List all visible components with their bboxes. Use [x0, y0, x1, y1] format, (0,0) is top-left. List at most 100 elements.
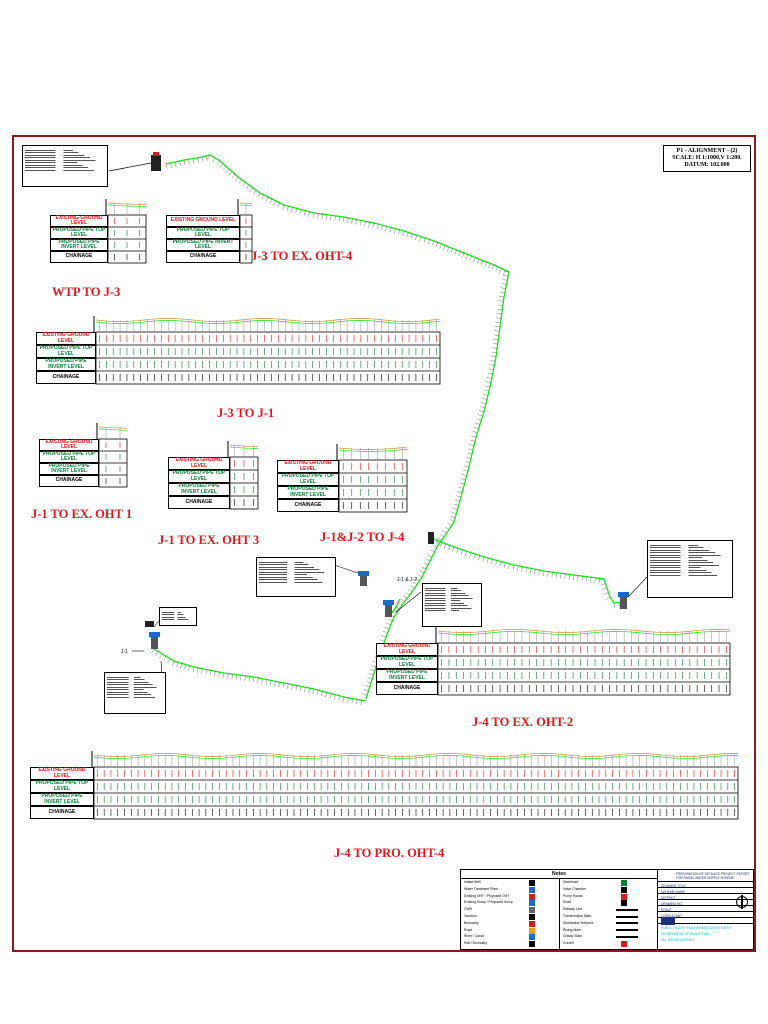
- chainage-tick: [265, 196, 269, 202]
- chainage-tick: [457, 491, 463, 493]
- chainage-tick: [477, 414, 483, 417]
- chainage-tick: [491, 351, 497, 353]
- chainage-tick: [367, 677, 373, 680]
- chainage-tick: [252, 676, 255, 682]
- chainage-tick: [223, 672, 225, 678]
- chainage-tick: [454, 499, 460, 502]
- title-j4-to-pro-oht4: J-4 TO PRO. OHT-4: [334, 846, 445, 860]
- profile-row-label-existing: EXISTING GROUND LEVEL: [277, 460, 339, 473]
- chainage-tick: [477, 555, 480, 561]
- legend-item: Valve Chamber: [563, 886, 587, 891]
- chainage-tick: [410, 233, 413, 239]
- chainage-tick: [521, 566, 523, 572]
- legend-item: Water Treatment Plant: [464, 886, 498, 891]
- profile-grid: [93, 316, 441, 385]
- chainage-tick: [469, 552, 472, 558]
- wtp-symbol: [108, 152, 161, 172]
- info-box-wtp: [22, 145, 108, 187]
- chainage-tick: [338, 695, 340, 701]
- chainage-tick: [389, 227, 392, 233]
- legend-symbol-icon: [529, 886, 535, 893]
- profile-row-label-invert: PROPOSED PIPE INVERT LEVEL: [39, 463, 99, 475]
- chainage-tick: [491, 355, 497, 358]
- chainage-tick: [555, 572, 558, 578]
- chainage-tick: [456, 495, 462, 498]
- legend-symbol-icon: [616, 929, 638, 932]
- chainage-tick: [449, 519, 455, 523]
- chainage-tick: [384, 626, 390, 630]
- info-box-line: [650, 572, 730, 573]
- chainage-tick: [458, 486, 464, 489]
- chainage-tick: [277, 202, 281, 208]
- chainage-tick: [499, 561, 502, 567]
- info-box-line: [650, 574, 730, 576]
- chainage-tick: [504, 270, 510, 273]
- chainage-tick: [299, 686, 302, 692]
- chainage-tick: [551, 572, 553, 578]
- chainage-tick: [435, 540, 439, 546]
- info-box-line: [107, 681, 163, 683]
- info-box-line: [650, 564, 730, 566]
- chainage-tick: [372, 222, 375, 228]
- chainage-tick: [564, 573, 566, 579]
- legend-item: Boundary: [464, 920, 479, 925]
- title-block-line: CONSULTANT: [661, 914, 683, 918]
- title-j3-to-j1: J-3 TO J-1: [217, 406, 275, 420]
- chainage-tick: [473, 554, 476, 559]
- chainage-tick: [245, 184, 250, 190]
- profile-row-label-chainage: CHAINAGE: [376, 682, 438, 695]
- chainage-tick: [495, 326, 501, 328]
- legend-symbol-icon: [616, 915, 638, 918]
- chainage-tick: [274, 681, 276, 687]
- chainage-tick: [427, 554, 433, 558]
- profile-row-label-top: PROPOSED PIPE TOP LEVEL: [376, 656, 438, 669]
- profile-row-label-invert: PROPOSED PIPE INVERT LEVEL: [50, 239, 108, 251]
- title-block-rule: [658, 881, 753, 882]
- chainage-tick: [450, 516, 456, 519]
- profile-row-label-top: PROPOSED PIPE TOP LEVEL: [166, 227, 240, 239]
- chainage-tick: [458, 251, 461, 257]
- chainage-tick: [484, 261, 487, 267]
- chainage-tick: [159, 653, 163, 659]
- chainage-tick: [495, 266, 498, 272]
- chainage-tick: [480, 406, 486, 409]
- info-box-line: [259, 576, 333, 578]
- legend-item: CWR: [464, 907, 473, 912]
- chainage-tick: [466, 457, 472, 459]
- chainage-tick: [265, 679, 268, 685]
- profile-row-label-top: PROPOSED PIPE TOP LEVEL: [30, 780, 94, 793]
- info-box-ex-oht3: [256, 557, 336, 597]
- legend-item: Road: [563, 900, 572, 905]
- chainage-tick: [508, 563, 510, 569]
- chainage-tick: [496, 313, 502, 315]
- legend-symbol-icon: [621, 886, 627, 893]
- chainage-tick: [534, 569, 536, 575]
- chainage-tick: [379, 639, 385, 642]
- profile-row-label-chainage: CHAINAGE: [39, 475, 99, 487]
- info-box-line: [650, 544, 730, 546]
- title-wtp-to-j3: WTP TO J-3: [52, 285, 121, 299]
- chainage-tick: [412, 581, 418, 585]
- chainage-tick: [492, 343, 498, 345]
- chainage-tick: [362, 693, 368, 696]
- chainage-tick: [219, 163, 224, 168]
- chainage-tick: [472, 431, 478, 434]
- chainage-tick: [421, 566, 427, 570]
- chainage-tick: [459, 482, 465, 485]
- info-box-line: [650, 562, 730, 563]
- title-block-line: JAL JEEVAN MISSION: [661, 938, 694, 942]
- profile-row-label-top: PROPOSED PIPE TOP LEVEL: [39, 451, 99, 463]
- info-box-line: [425, 597, 479, 599]
- pipeline-j1-branch: [153, 648, 367, 702]
- chainage-tick: [334, 215, 336, 221]
- ground-profile-line: [437, 629, 731, 633]
- legend-symbol-icon: [616, 908, 638, 911]
- profile-grid: [237, 199, 253, 264]
- chainage-tick: [382, 630, 388, 634]
- info-box-ex-oht2: [647, 540, 733, 598]
- chainage-tick: [512, 564, 515, 570]
- chainage-tick: [321, 691, 323, 697]
- chainage-tick: [491, 264, 495, 270]
